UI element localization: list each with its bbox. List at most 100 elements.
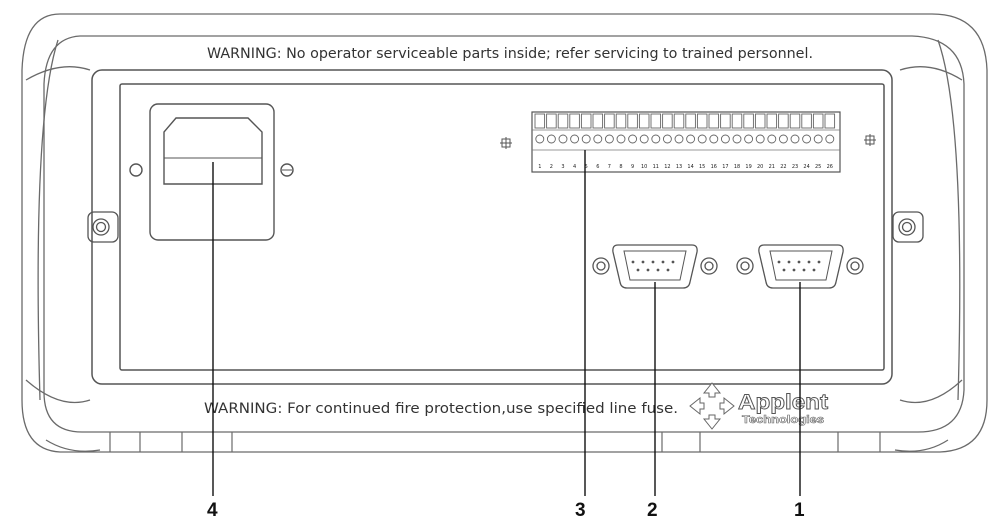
rear-plate <box>91 69 893 385</box>
terminal-pin-hole <box>686 134 696 144</box>
terminal-pin-label: 14 <box>687 164 693 170</box>
terminal-pin-hole <box>593 134 603 144</box>
terminal-pin-label: 4 <box>573 164 576 170</box>
mounting-ear-left <box>87 211 119 243</box>
terminal-pin-hole <box>558 134 568 144</box>
terminal-pin-hole <box>628 134 638 144</box>
warning-bottom: WARNING: For continued fire protection,u… <box>204 401 678 417</box>
terminal-pin-hole <box>546 134 556 144</box>
db9-connector-1 <box>736 244 864 289</box>
terminal-pin-label: 23 <box>792 164 798 170</box>
terminal-pin-hole <box>604 134 614 144</box>
terminal-pin-label: 21 <box>769 164 775 170</box>
logo-subtitle: Technologies <box>742 414 824 426</box>
terminal-pin-release <box>662 113 673 129</box>
terminal-pin-hole <box>732 134 742 144</box>
db9-pins-2 <box>631 260 675 272</box>
crosshair-marker-left <box>500 137 512 149</box>
housing-feet <box>45 432 949 452</box>
terminal-pin-label: 6 <box>596 164 599 170</box>
terminal-pin-release <box>673 113 685 129</box>
terminal-pin-label: 9 <box>631 164 634 170</box>
terminal-pin-hole <box>802 134 812 144</box>
terminal-pin-label: 7 <box>608 164 611 170</box>
terminal-pin-release <box>766 113 778 129</box>
terminal-pin-hole <box>744 134 754 144</box>
terminal-pin-release <box>685 113 696 129</box>
terminal-pin-label: 25 <box>815 164 821 170</box>
terminal-pin-release <box>627 113 638 129</box>
terminal-pin-hole <box>720 134 730 144</box>
terminal-pin-release <box>824 113 836 129</box>
terminal-pin-label: 8 <box>619 164 622 170</box>
terminal-pin-release <box>696 113 708 129</box>
terminal-pin-label: 26 <box>827 164 833 170</box>
terminal-pin-hole <box>709 134 719 144</box>
terminal-pin-release <box>778 113 789 129</box>
terminal-pin-hole <box>825 134 835 144</box>
warning-top: WARNING: No operator serviceable parts i… <box>207 46 813 62</box>
terminal-pin-label: 11 <box>653 164 659 170</box>
terminal-pin-label: 5 <box>585 164 588 170</box>
terminal-pin-label: 20 <box>757 164 763 170</box>
terminal-pin-release <box>650 113 662 129</box>
terminal-pin-hole <box>674 134 684 144</box>
diamond-arrows-icon <box>689 382 735 430</box>
terminal-pin-label: 12 <box>664 164 670 170</box>
terminal-pin-hole <box>535 134 545 144</box>
terminal-pin-label: 18 <box>734 164 740 170</box>
terminal-pin-hole <box>755 134 765 144</box>
terminal-pin-release <box>557 113 569 129</box>
callout-3: 3 <box>575 500 586 520</box>
terminal-pin-hole <box>570 134 580 144</box>
terminal-pin-label: 13 <box>676 164 682 170</box>
housing-outline <box>21 13 988 453</box>
terminal-pin-label: 10 <box>641 164 647 170</box>
terminal-pin-hole <box>813 134 823 144</box>
terminal-pin-release <box>638 113 650 129</box>
power-inlet <box>129 103 294 241</box>
terminal-pin-release <box>743 113 754 129</box>
terminal-pin-label: 24 <box>803 164 809 170</box>
terminal-pin-hole <box>581 134 591 144</box>
terminal-pin-release <box>789 113 801 129</box>
callout-4: 4 <box>207 500 218 520</box>
terminal-pin-release <box>801 113 812 129</box>
terminal-pin-label: 16 <box>711 164 717 170</box>
terminal-pin-release <box>569 113 580 129</box>
logo-name: Applent <box>738 391 828 414</box>
terminal-pin-release <box>812 113 824 129</box>
crosshair-marker-right <box>864 134 876 146</box>
terminal-pin-label: 15 <box>699 164 705 170</box>
terminal-pin-label: 2 <box>550 164 553 170</box>
db9-connector-2 <box>592 244 718 289</box>
terminal-pin-release <box>534 113 546 129</box>
terminal-pin-hole <box>790 134 800 144</box>
terminal-pin-hole <box>778 134 788 144</box>
terminal-pin-release <box>604 113 615 129</box>
terminal-pin-label: 17 <box>722 164 728 170</box>
logo: Applent Technologies <box>689 382 828 430</box>
terminal-pin-hole <box>697 134 707 144</box>
terminal-pin-release <box>708 113 720 129</box>
terminal-pin-label: 19 <box>745 164 751 170</box>
terminal-pin-hole <box>639 134 649 144</box>
terminal-pin-release <box>754 113 766 129</box>
terminal-pin-release <box>592 113 604 129</box>
terminal-pin-label: 3 <box>561 164 564 170</box>
terminal-pin-label: 1 <box>538 164 541 170</box>
terminal-pin-release <box>615 113 627 129</box>
terminal-pin-hole <box>767 134 777 144</box>
terminal-pin-release <box>720 113 731 129</box>
terminal-pin-release <box>580 113 592 129</box>
mounting-ear-right <box>892 211 924 243</box>
db9-pins-1 <box>777 260 821 272</box>
callout-1: 1 <box>794 500 805 520</box>
terminal-pin-release <box>731 113 743 129</box>
terminal-pin-release <box>546 113 557 129</box>
terminal-pin-label: 22 <box>780 164 786 170</box>
callout-lines <box>212 150 801 496</box>
terminal-pin-hole <box>662 134 672 144</box>
